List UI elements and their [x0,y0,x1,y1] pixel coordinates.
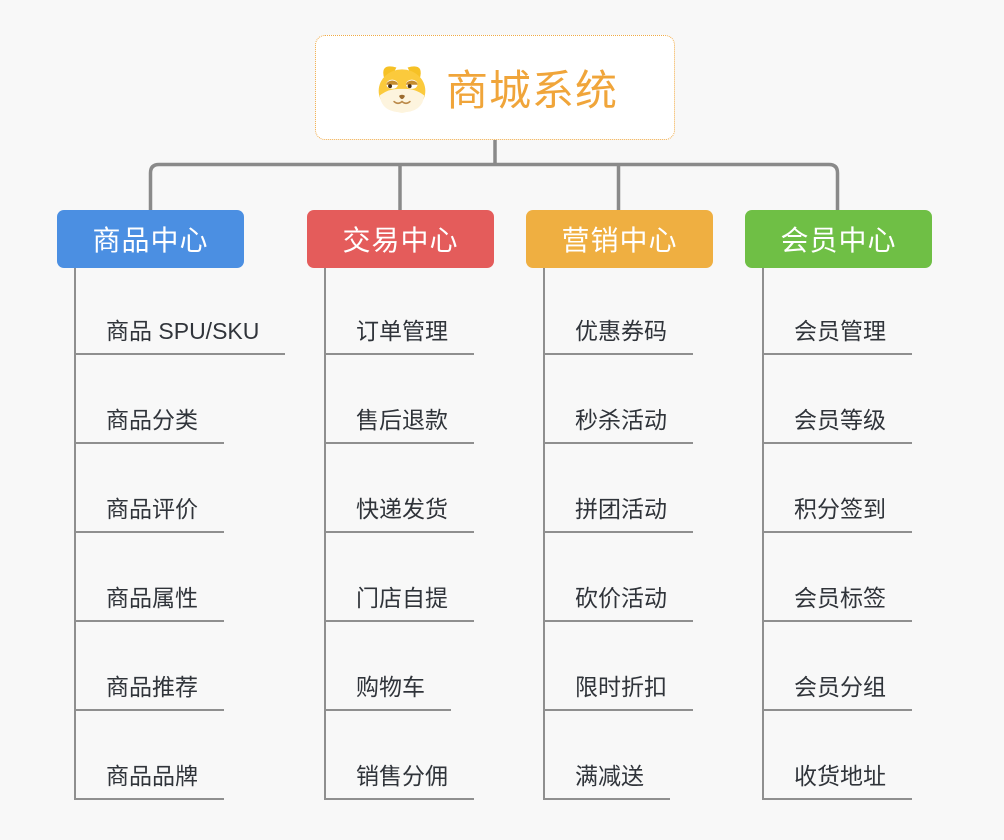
leaf-node[interactable]: 商品评价 [76,444,224,533]
leaf-label: 商品 SPU/SKU [106,318,260,345]
leaf-node[interactable]: 售后退款 [326,355,474,444]
leaf-node[interactable]: 商品 SPU/SKU [76,268,286,355]
leaf-label: 会员管理 [794,318,886,345]
leaf-node[interactable]: 购物车 [326,622,451,711]
leaf-label: 会员标签 [794,585,886,612]
leaf-node[interactable]: 会员标签 [764,533,912,622]
leaf-label: 会员等级 [794,407,886,434]
branch-children-2: 订单管理售后退款快递发货门店自提购物车销售分佣 [324,268,474,800]
leaf-node[interactable]: 商品品牌 [76,711,224,800]
branch-label: 营销中心 [561,225,678,256]
branch-node-2[interactable]: 交易中心 [307,210,494,268]
leaf-label: 商品品牌 [106,763,198,790]
leaf-label: 限时折扣 [575,674,667,701]
leaf-label: 会员分组 [794,674,886,701]
branch-label: 会员中心 [780,225,897,256]
leaf-label: 商品评价 [106,496,198,523]
branch-label: 商品中心 [92,225,209,256]
branch-node-3[interactable]: 营销中心 [526,210,713,268]
leaf-label: 满减送 [575,763,644,790]
leaf-label: 拼团活动 [575,496,667,523]
leaf-label: 收货地址 [794,763,886,790]
branch-children-3: 优惠券码秒杀活动拼团活动砍价活动限时折扣满减送 [543,268,693,800]
leaf-label: 商品推荐 [106,674,198,701]
leaf-node[interactable]: 快递发货 [326,444,474,533]
leaf-label: 秒杀活动 [575,407,667,434]
leaf-label: 购物车 [356,674,425,701]
leaf-label: 优惠券码 [575,318,667,345]
leaf-node[interactable]: 拼团活动 [545,444,693,533]
leaf-node[interactable]: 积分签到 [764,444,912,533]
leaf-label: 商品属性 [106,585,198,612]
branch-children-1: 商品 SPU/SKU 商品分类商品评价商品属性商品推荐商品品牌 [74,268,286,800]
leaf-label: 商品分类 [106,407,198,434]
dog-icon [378,65,426,112]
leaf-node[interactable]: 订单管理 [326,268,474,355]
leaf-node[interactable]: 会员分组 [764,622,912,711]
leaf-label: 售后退款 [356,407,448,434]
leaf-node[interactable]: 收货地址 [764,711,912,800]
branch-node-1[interactable]: 商品中心 [57,210,244,268]
leaf-node[interactable]: 会员管理 [764,268,912,355]
leaf-label: 订单管理 [356,318,448,345]
root-node[interactable]: 商城系统 [315,35,675,140]
leaf-node[interactable]: 门店自提 [326,533,474,622]
branch-label: 交易中心 [342,225,459,256]
leaf-node[interactable]: 商品属性 [76,533,224,622]
branch-node-4[interactable]: 会员中心 [745,210,932,268]
leaf-node[interactable]: 会员等级 [764,355,912,444]
leaf-node[interactable]: 商品分类 [76,355,224,444]
leaf-node[interactable]: 限时折扣 [545,622,693,711]
root-title: 商城系统 [445,67,618,114]
leaf-label: 门店自提 [356,585,448,612]
leaf-label: 砍价活动 [575,585,667,612]
leaf-node[interactable]: 满减送 [545,711,670,800]
leaf-label: 快递发货 [356,496,448,523]
leaf-node[interactable]: 优惠券码 [545,268,693,355]
leaf-node[interactable]: 商品推荐 [76,622,224,711]
leaf-label: 积分签到 [794,496,886,523]
leaf-node[interactable]: 秒杀活动 [545,355,693,444]
leaf-label: 销售分佣 [356,763,448,790]
leaf-node[interactable]: 销售分佣 [326,711,474,800]
leaf-node[interactable]: 砍价活动 [545,533,693,622]
branch-children-4: 会员管理会员等级积分签到会员标签会员分组收货地址 [762,268,912,800]
